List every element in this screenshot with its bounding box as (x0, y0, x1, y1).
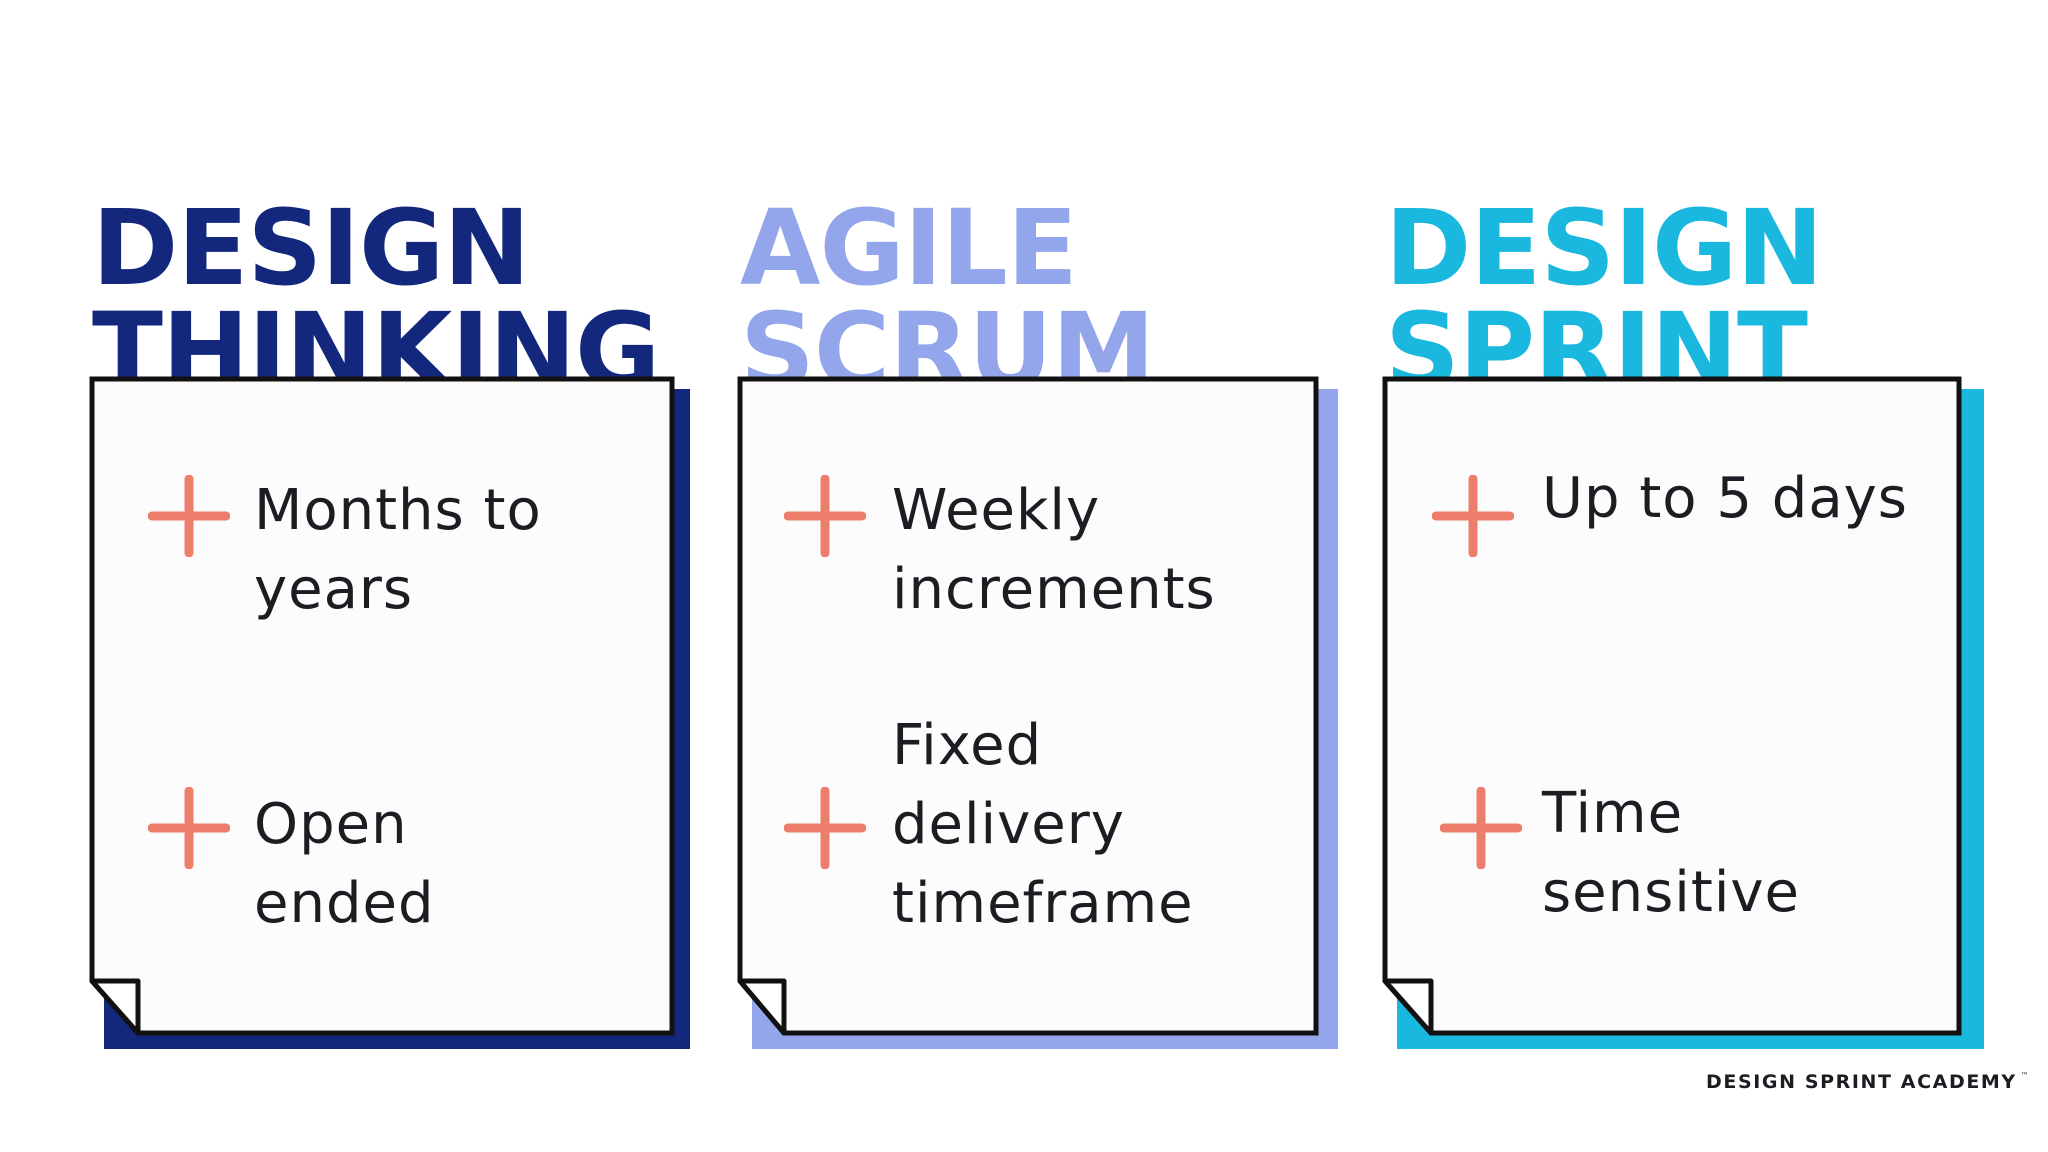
item-line: ended (254, 871, 435, 936)
trademark-mark: ™ (2020, 1071, 2029, 1080)
heading-design-thinking: DESIGN THINKING (92, 187, 660, 403)
item-text: Up to 5 days (1542, 459, 1908, 538)
item-text: Time sensitive (1542, 774, 1800, 932)
folded-corner (737, 978, 787, 1036)
item-line: Up to 5 days (1542, 466, 1908, 531)
plus-icon (784, 475, 866, 557)
card-agile-scrum: Weekly increments Fixed delivery timefra… (737, 376, 1338, 1049)
plus-icon (1432, 475, 1514, 557)
item-line: Open (254, 792, 408, 857)
folded-corner (1382, 978, 1434, 1036)
item-text: Fixed delivery timeframe (892, 706, 1194, 943)
heading-line-1: DESIGN (92, 187, 530, 309)
item-text: Weekly increments (892, 471, 1216, 629)
item-line: Months to (254, 478, 542, 543)
item-text: Open ended (254, 785, 435, 943)
folded-corner (89, 978, 141, 1036)
card-design-thinking: Months to years Open ended (89, 376, 690, 1049)
item-line: timeframe (892, 871, 1194, 936)
heading-line-1: DESIGN (1385, 187, 1823, 309)
heading-design-sprint: DESIGN SPRINT (1385, 187, 1823, 403)
item-line: years (254, 557, 414, 622)
plus-icon (1440, 787, 1522, 869)
heading-line-1: AGILE (740, 187, 1078, 309)
card-paper (89, 376, 675, 1036)
card-paper (737, 376, 1319, 1036)
card-design-sprint: Up to 5 days Time sensitive (1382, 376, 1984, 1049)
item-line: Time (1542, 781, 1684, 846)
plus-icon (148, 787, 230, 869)
brand-text: DESIGN SPRINT ACADEMY (1706, 1071, 2017, 1093)
card-paper (1382, 376, 1962, 1036)
item-line: increments (892, 557, 1216, 622)
plus-icon (148, 475, 230, 557)
item-text: Months to years (254, 471, 542, 629)
item-line: delivery (892, 792, 1125, 857)
item-line: Weekly (892, 478, 1101, 543)
plus-icon (784, 787, 866, 869)
item-line: Fixed (892, 713, 1043, 778)
item-line: sensitive (1542, 860, 1800, 925)
heading-agile-scrum: AGILE SCRUM (740, 187, 1155, 403)
